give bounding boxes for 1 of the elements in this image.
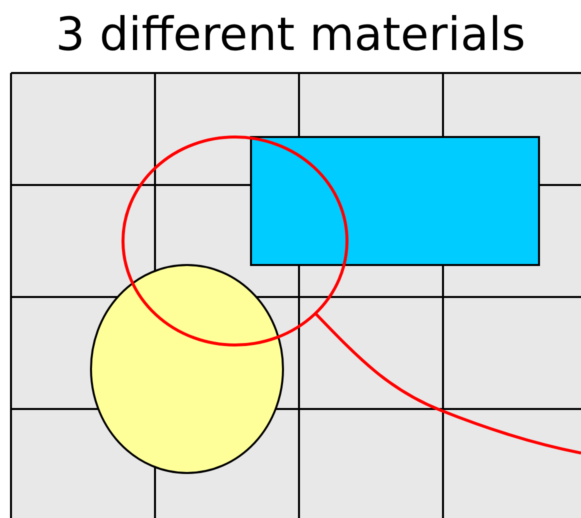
title: 3 different materials (54, 6, 526, 63)
